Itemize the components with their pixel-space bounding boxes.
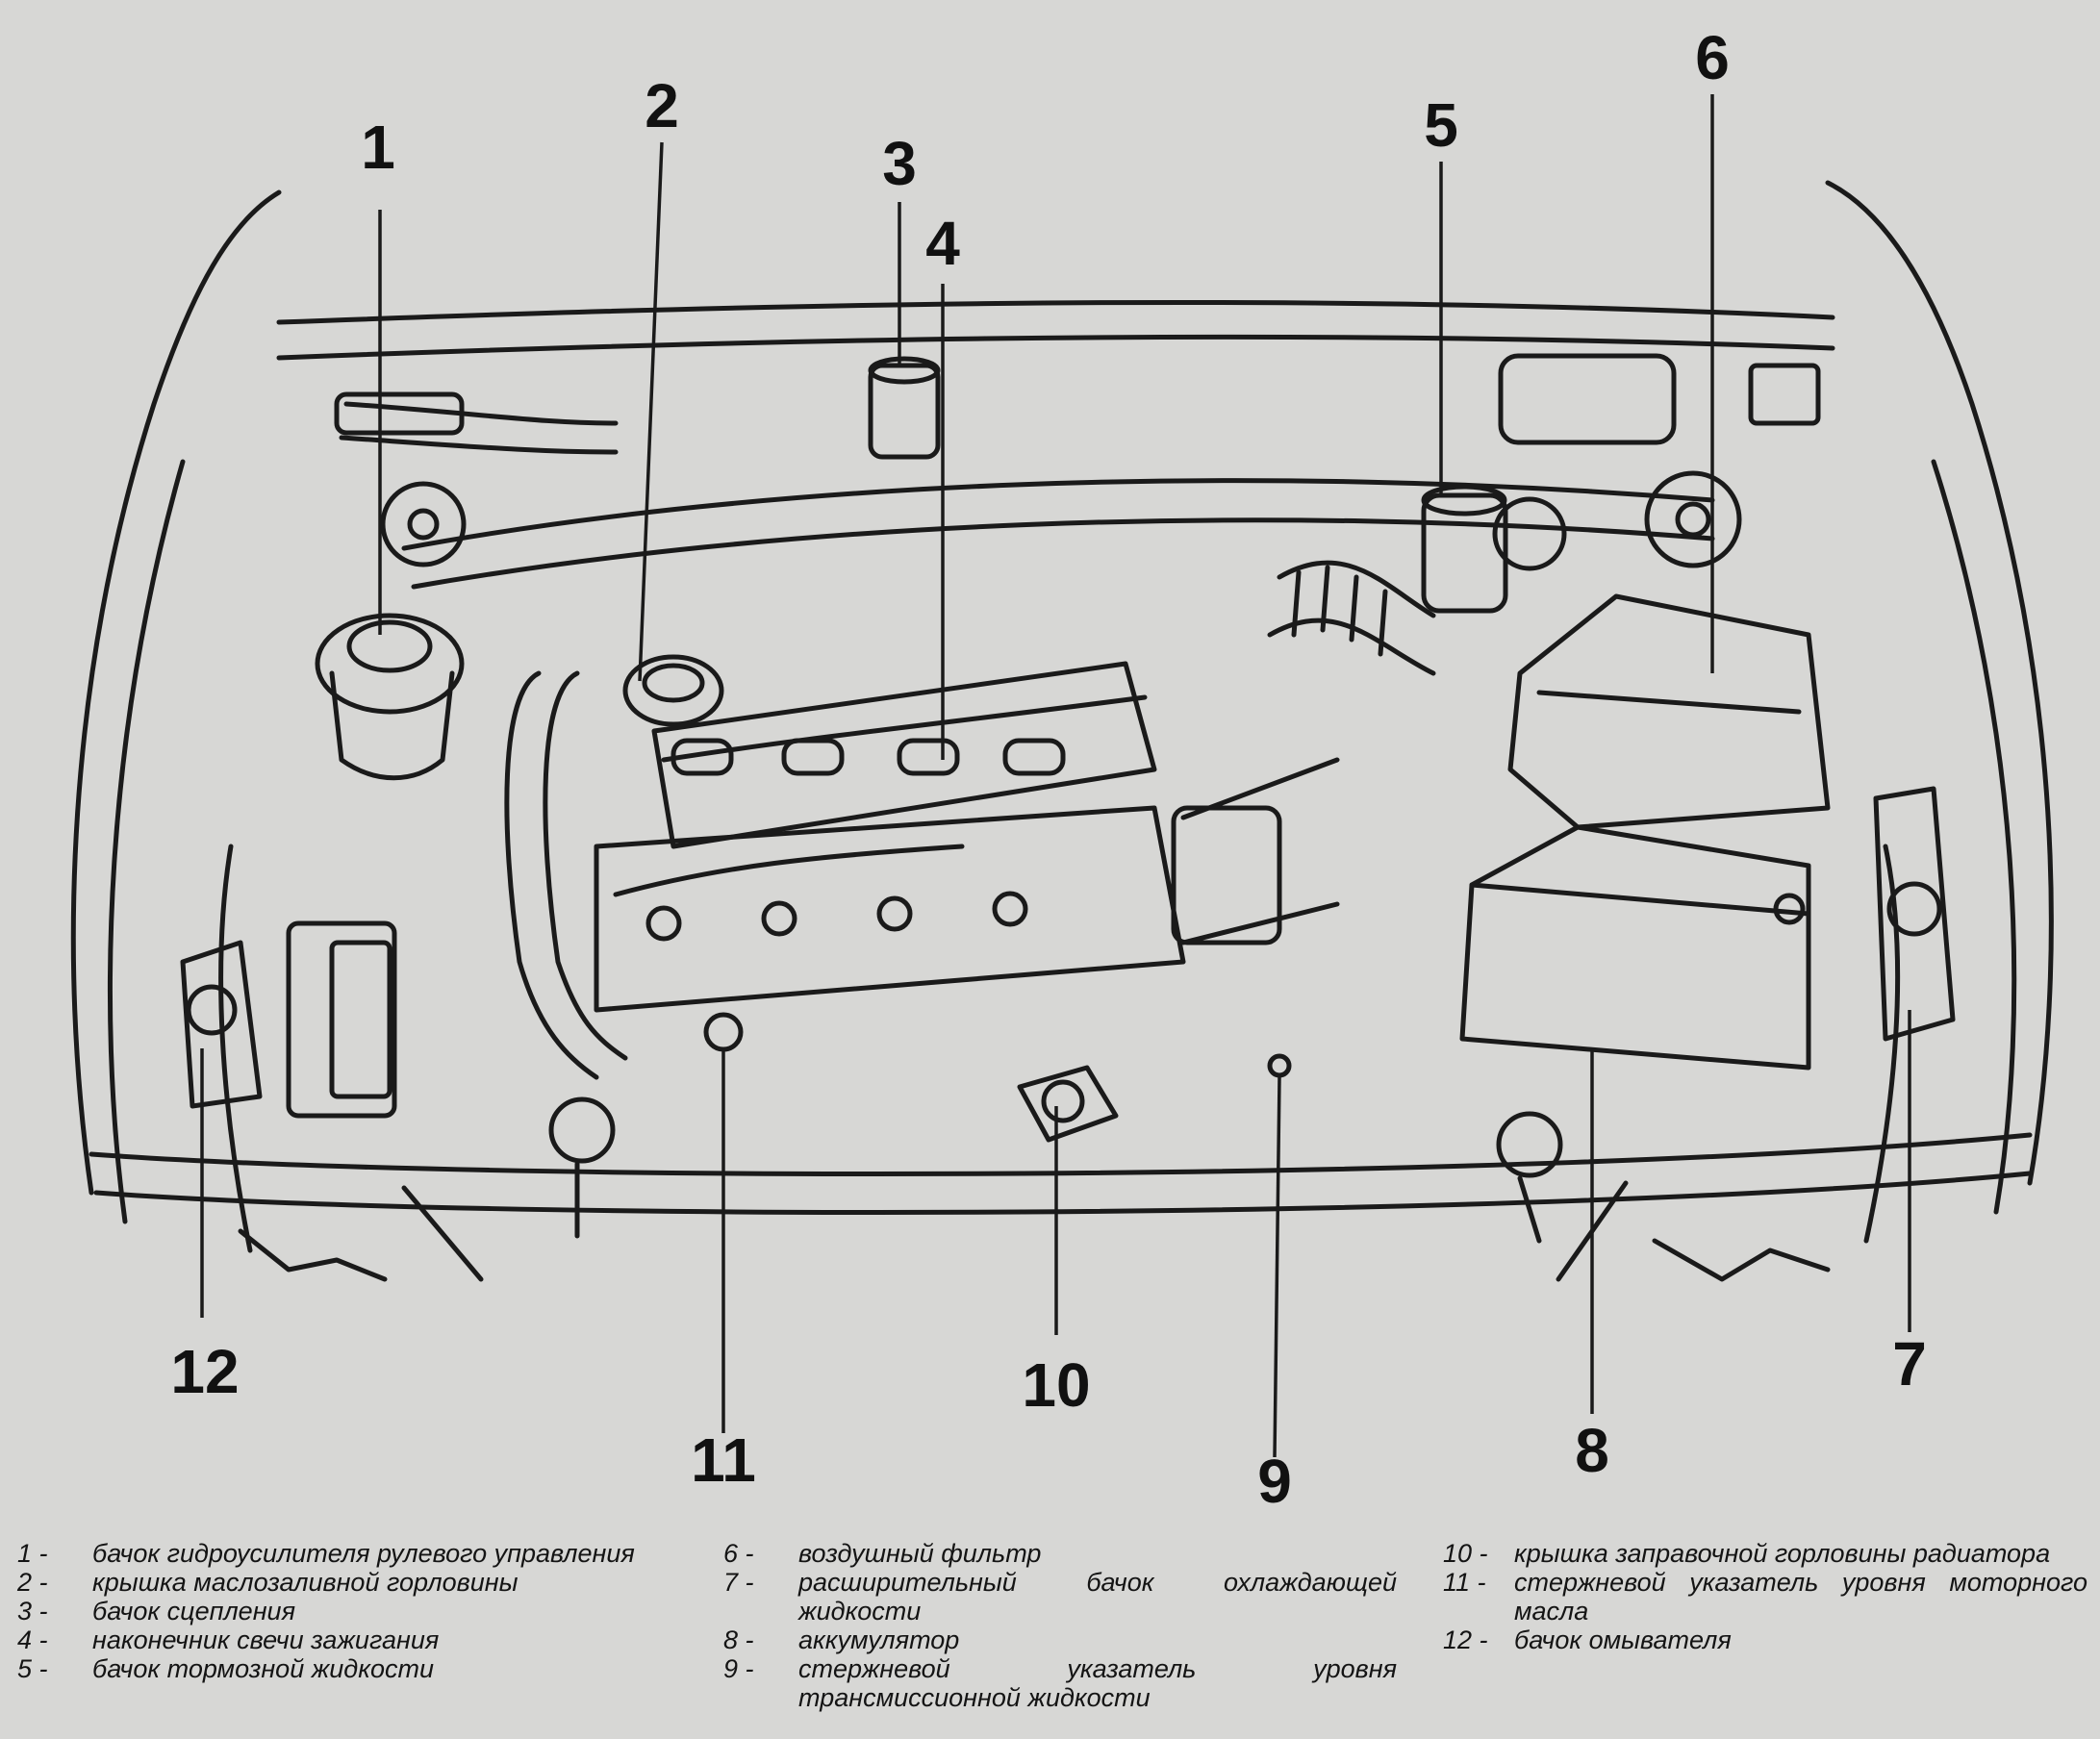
legend-text: бачок омывателя <box>1514 1626 1732 1654</box>
legend-number: 5 - <box>17 1654 48 1683</box>
left-strut-mount <box>380 481 467 567</box>
engine-bay-drawing: 1 2 3 4 5 6 7 8 9 10 11 12 <box>70 23 2054 1516</box>
callout-3: 3 <box>882 129 917 198</box>
callout-1: 1 <box>361 113 395 182</box>
right-fender <box>1825 180 2054 1186</box>
engine-line-art <box>70 180 2054 1282</box>
left-fender <box>70 189 282 1196</box>
callout-4: 4 <box>925 209 960 278</box>
legend-item: 10 - крышка заправочной горловины радиат… <box>1443 1539 2087 1568</box>
legend-column-1: 1 - бачок гидроусилителя рулевого управл… <box>17 1539 671 1683</box>
legend-text: наконечник свечи зажигания <box>92 1626 440 1654</box>
legend-number: 2 - <box>17 1568 48 1597</box>
legend-column-2: 6 - воздушный фильтр 7 - расширительный … <box>723 1539 1397 1712</box>
callout-7: 7 <box>1892 1329 1927 1399</box>
callout-9: 9 <box>1257 1447 1292 1516</box>
cowl-bar <box>276 299 1835 325</box>
legend-number: 12 - <box>1443 1626 1488 1654</box>
legend-text: крышка заправочной горловины радиатора <box>1514 1539 2051 1568</box>
oil-filler-cap <box>622 654 724 727</box>
battery <box>1459 824 1811 1071</box>
right-strut-mount <box>1644 470 1742 568</box>
legend-text: бачок тормозной жидкости <box>92 1654 435 1683</box>
brake-fluid-reservoir <box>1421 492 1508 614</box>
legend-number: 8 - <box>723 1626 754 1654</box>
legend-column-3: 10 - крышка заправочной горловины радиат… <box>1443 1539 2087 1654</box>
legend-number: 10 - <box>1443 1539 1488 1568</box>
legend-text: воздушный фильтр <box>798 1539 1042 1568</box>
radiator-cap <box>1017 1065 1119 1143</box>
legend-text: бачок сцепления <box>92 1597 295 1626</box>
callout-5: 5 <box>1424 90 1458 160</box>
legend: 1 - бачок гидроусилителя рулевого управл… <box>0 1539 2100 1731</box>
legend-text: расширительный бачок охлаждающей жидкост… <box>798 1568 1397 1626</box>
callout-8: 8 <box>1575 1416 1609 1485</box>
cylinder-head <box>594 805 1186 1013</box>
legend-item: 9 - стержневой указатель уровня трансмис… <box>723 1654 1397 1712</box>
legend-number: 9 - <box>723 1654 754 1683</box>
legend-text: крышка маслозаливной горловины <box>92 1568 519 1597</box>
legend-number: 7 - <box>723 1568 754 1597</box>
legend-item: 12 - бачок омывателя <box>1443 1626 2087 1654</box>
callout-12: 12 <box>170 1337 239 1406</box>
legend-text: стержневой указатель уровня трансмиссион… <box>798 1654 1397 1712</box>
callouts: 1 2 3 4 5 6 7 8 9 10 11 12 <box>170 23 1926 1516</box>
legend-item: 2 - крышка маслозаливной горловины <box>17 1568 671 1597</box>
callout-11: 11 <box>691 1425 756 1495</box>
legend-item: 11 - стержневой указатель уровня моторно… <box>1443 1568 2087 1626</box>
legend-item: 4 - наконечник свечи зажигания <box>17 1626 671 1654</box>
callout-6: 6 <box>1695 23 1730 92</box>
radiator-support <box>89 1132 2033 1176</box>
washer-reservoir <box>180 940 263 1109</box>
legend-number: 11 - <box>1443 1568 1486 1597</box>
legend-text: бачок гидроусилителя рулевого управления <box>92 1539 635 1568</box>
legend-item: 8 - аккумулятор <box>723 1626 1397 1654</box>
callout-leaders <box>200 94 1911 1458</box>
legend-item: 6 - воздушный фильтр <box>723 1539 1397 1568</box>
legend-item: 3 - бачок сцепления <box>17 1597 671 1626</box>
callout-2: 2 <box>645 71 679 140</box>
strut-bar <box>401 478 1715 551</box>
callout-10: 10 <box>1022 1350 1090 1420</box>
air-filter-box <box>1507 593 1831 830</box>
trans-dipstick-handle <box>1267 1053 1292 1078</box>
legend-number: 1 - <box>17 1539 48 1568</box>
coolant-tank <box>1873 786 1956 1042</box>
legend-item: 1 - бачок гидроусилителя рулевого управл… <box>17 1539 671 1568</box>
ps-reservoir <box>315 613 465 715</box>
legend-number: 3 - <box>17 1597 48 1626</box>
legend-text: стержневой указатель уровня моторного ма… <box>1514 1568 2087 1626</box>
legend-number: 4 - <box>17 1626 48 1654</box>
legend-text: аккумулятор <box>798 1626 960 1654</box>
valve-cover <box>651 661 1157 849</box>
legend-item: 7 - расширительный бачок охлаждающей жид… <box>723 1568 1397 1626</box>
legend-number: 6 - <box>723 1539 754 1568</box>
clutch-reservoir <box>868 363 941 460</box>
legend-item: 5 - бачок тормозной жидкости <box>17 1654 671 1683</box>
